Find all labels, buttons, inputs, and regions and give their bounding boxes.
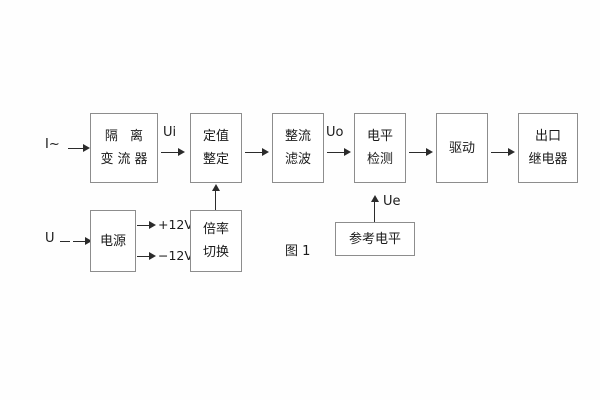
- connector-power-negative-rail: [137, 256, 151, 257]
- arrowhead-voltage-to-power: [85, 237, 92, 245]
- block-power-supply-line-1: 电源: [99, 233, 126, 249]
- connector-drive-to-relay: [491, 152, 509, 153]
- connector-voltage-dash: [60, 241, 70, 242]
- block-output-relay: 出口 继电器: [518, 113, 578, 183]
- arrowhead-reference-to-level: [371, 195, 379, 202]
- connector-voltage-to-power: [73, 241, 87, 242]
- arrowhead-drive-to-relay: [508, 148, 515, 156]
- block-reference-level: 参考电平: [335, 222, 415, 256]
- block-multiplier-switch: 倍率 切换: [190, 210, 242, 272]
- input-current-label: I~: [45, 137, 60, 152]
- block-drive: 驱动: [436, 113, 488, 183]
- input-voltage-label: U: [45, 231, 55, 246]
- connector-rectify-to-level: [327, 152, 345, 153]
- arrowhead-level-to-drive: [426, 148, 433, 156]
- arrowhead-multiplier-to-setting: [212, 184, 220, 191]
- connector-reference-to-level: [374, 200, 375, 222]
- block-isolation-transformer-line-1: 隔 离: [104, 129, 148, 144]
- power-rail-negative-label: −12V: [158, 248, 193, 263]
- block-isolation-transformer-line-2: 变流器: [100, 152, 152, 167]
- block-isolation-transformer: 隔 离 变流器: [90, 113, 158, 183]
- figure-caption: 图 1: [285, 244, 311, 259]
- connector-isolation-to-setting: [161, 152, 179, 153]
- block-rectify-filter: 整流 滤波: [272, 113, 324, 183]
- signal-uo-label: Uo: [326, 125, 344, 140]
- block-rectify-filter-line-2: 滤波: [284, 152, 311, 167]
- connector-setting-to-rectify: [245, 152, 263, 153]
- arrowhead-isolation-to-setting: [178, 148, 185, 156]
- block-level-detection-line-1: 电平: [366, 129, 393, 144]
- signal-ue-label: Ue: [383, 194, 401, 209]
- block-setting-value-line-1: 定值: [202, 129, 229, 144]
- connector-level-to-drive: [409, 152, 427, 153]
- block-output-relay-line-2: 继电器: [528, 152, 568, 167]
- block-power-supply: 电源: [90, 210, 136, 272]
- arrowhead-rectify-to-level: [344, 148, 351, 156]
- block-level-detection-line-2: 检测: [366, 152, 393, 167]
- arrowhead-power-negative-rail: [149, 252, 156, 260]
- block-output-relay-line-1: 出口: [534, 129, 561, 144]
- power-rail-positive-label: +12V: [158, 217, 193, 232]
- block-multiplier-switch-line-2: 切换: [202, 245, 229, 260]
- arrowhead-current-to-isolation: [83, 144, 90, 152]
- signal-ui-label: Ui: [163, 125, 177, 140]
- block-setting-value: 定值 整定: [190, 113, 242, 183]
- connector-multiplier-to-setting: [215, 188, 216, 210]
- arrowhead-power-positive-rail: [149, 221, 156, 229]
- connector-power-positive-rail: [137, 225, 151, 226]
- block-multiplier-switch-line-1: 倍率: [202, 222, 229, 237]
- block-drive-line-1: 驱动: [448, 140, 475, 156]
- block-setting-value-line-2: 整定: [202, 152, 229, 167]
- block-level-detection: 电平 检测: [354, 113, 406, 183]
- arrowhead-setting-to-rectify: [262, 148, 269, 156]
- block-rectify-filter-line-1: 整流: [284, 129, 311, 144]
- block-reference-level-line-1: 参考电平: [348, 231, 401, 247]
- connector-current-to-isolation: [68, 148, 84, 149]
